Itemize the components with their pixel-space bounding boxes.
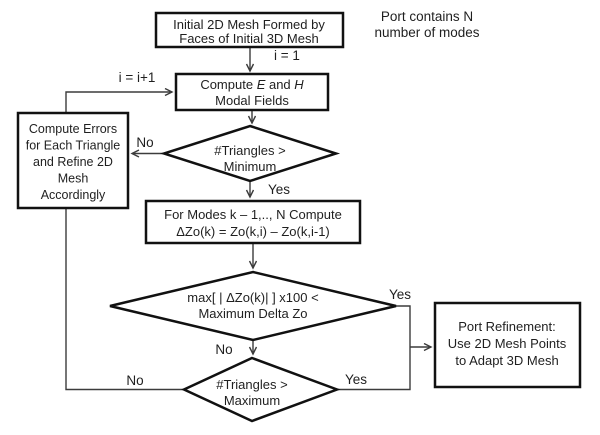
- compute-errors-line4: Mesh: [58, 172, 89, 186]
- initial-mesh-line1: Initial 2D Mesh Formed by: [173, 17, 325, 32]
- process-box-port-refinement: [433, 301, 582, 389]
- node-initial-mesh: Initial 2D Mesh Formed by Faces of Initi…: [154, 11, 345, 49]
- for-modes-line1: For Modes k – 1,.., N Compute: [164, 207, 342, 222]
- edge-label-delta-no: No: [215, 342, 232, 357]
- connectors: [65, 47, 431, 391]
- process-box-compute-fields: [174, 72, 330, 112]
- compute-errors-line5: Accordingly: [41, 188, 106, 202]
- port-refinement-line1: Port Refinement:: [458, 319, 556, 334]
- compute-fields-word: Compute: [200, 77, 256, 92]
- process-box-initial-mesh: [154, 11, 345, 49]
- edge-label-min-yes: Yes: [268, 182, 290, 197]
- port-refinement-line3: to Adapt 3D Mesh: [455, 353, 558, 368]
- edge-labels: i = 1 i = i+1 No Yes Yes No No Yes: [119, 48, 412, 388]
- edge-label-i-init: i = 1: [274, 48, 300, 63]
- max-delta-line2: Maximum Delta Zo: [198, 306, 307, 321]
- process-box-compute-errors: [16, 111, 130, 210]
- edge-label-delta-yes: Yes: [389, 287, 411, 302]
- process-box-for-modes: [144, 199, 362, 245]
- compute-errors-line2: for Each Triangle: [26, 139, 121, 153]
- compute-errors-line1: Compute Errors: [29, 122, 117, 136]
- port-refinement-line2: Use 2D Mesh Points: [448, 336, 567, 351]
- max-delta-line1: max[ | ΔZo(k)| ] x100 <: [187, 290, 318, 305]
- connector-yes-rail: [337, 305, 411, 391]
- compute-fields-line2: Modal Fields: [215, 93, 289, 108]
- connector-increment-loop: [65, 92, 172, 113]
- min-triangles-line2: Minimum: [224, 159, 277, 174]
- diamond-max-triangles: [181, 356, 341, 423]
- edge-label-max-yes: Yes: [345, 372, 367, 387]
- initial-mesh-line2: Faces of Initial 3D Mesh: [179, 31, 318, 46]
- edge-label-min-no: No: [136, 135, 153, 150]
- connector-max-no-rail: [65, 208, 184, 391]
- compute-fields-E: E: [257, 77, 266, 92]
- edge-label-max-no: No: [126, 373, 143, 388]
- decision-min-triangles: #Triangles > Minimum: [159, 124, 341, 183]
- diamond-max-delta-zo: [109, 270, 397, 342]
- node-for-modes: For Modes k – 1,.., N Compute ΔZo(k) = Z…: [144, 199, 362, 245]
- compute-fields-line1: Compute E and H: [200, 77, 304, 92]
- edge-label-i-increment: i = i+1: [119, 70, 156, 85]
- note-line1: Port contains N: [381, 9, 473, 24]
- decision-max-triangles: #Triangles > Maximum: [181, 356, 341, 423]
- min-triangles-line1: #Triangles >: [214, 143, 285, 158]
- port-modes-note: Port contains N number of modes: [374, 9, 479, 40]
- compute-fields-and: and: [265, 77, 294, 92]
- compute-errors-line3: and Refine 2D: [33, 155, 113, 169]
- node-port-refinement: Port Refinement: Use 2D Mesh Points to A…: [433, 301, 582, 389]
- decision-max-delta-zo: max[ | ΔZo(k)| ] x100 < Maximum Delta Zo: [109, 270, 397, 342]
- diamond-min-triangles: [159, 124, 341, 183]
- node-compute-errors: Compute Errors for Each Triangle and Ref…: [16, 111, 130, 210]
- note-line2: number of modes: [374, 25, 479, 40]
- compute-fields-H: H: [294, 77, 304, 92]
- for-modes-line2: ΔZo(k) = Zo(k,i) – Zo(k,i-1): [176, 224, 330, 239]
- max-triangles-line2: Maximum: [224, 393, 280, 408]
- node-compute-fields: Compute E and H Modal Fields: [174, 72, 330, 112]
- max-triangles-line1: #Triangles >: [216, 377, 287, 392]
